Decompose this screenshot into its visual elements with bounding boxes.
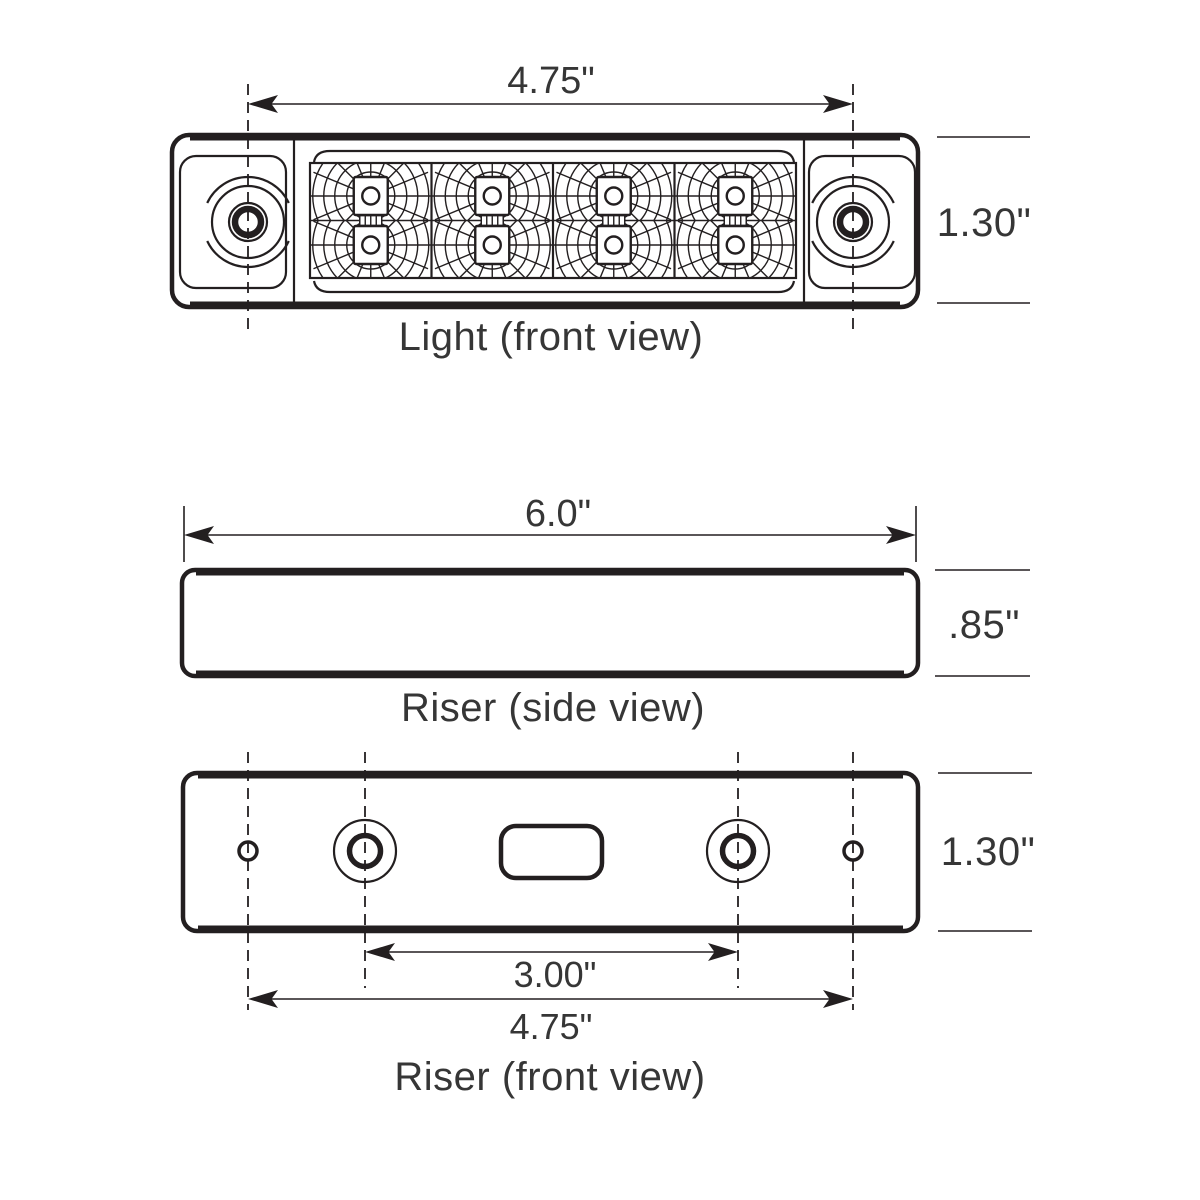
riser-front-body bbox=[180, 770, 921, 934]
led-connector bbox=[480, 214, 504, 227]
light-housing bbox=[169, 132, 921, 310]
endcap-inner-outline-left bbox=[178, 154, 288, 290]
riser-front-outline bbox=[180, 770, 921, 934]
riser-side-height-dimension-label: .85" bbox=[948, 603, 1020, 647]
led-connector bbox=[359, 214, 383, 227]
lens-top-ridge bbox=[312, 149, 796, 163]
riser-side-body bbox=[179, 567, 921, 679]
hole-spacing-dimension-label: 3.00" bbox=[514, 954, 597, 995]
endcap-inner-outline-right bbox=[807, 154, 917, 290]
led bbox=[717, 224, 754, 266]
riser-side-view-label: Riser (side view) bbox=[401, 686, 705, 730]
mount-span-dimension: 4.75" bbox=[248, 990, 853, 1047]
riser-side-view: 6.0" .85" Riser (side view) bbox=[179, 493, 1030, 730]
riser-side-width-dimension: 6.0" bbox=[183, 493, 917, 562]
light-front-view: 4.75" bbox=[169, 60, 1032, 359]
led bbox=[352, 224, 389, 266]
lens-bottom-ridge bbox=[312, 280, 796, 294]
led bbox=[595, 224, 632, 266]
led bbox=[474, 224, 511, 266]
riser-side-height-dimension: .85" bbox=[935, 569, 1030, 677]
light-height-dimension-label: 1.30" bbox=[937, 201, 1032, 245]
riser-side-width-dimension-label: 6.0" bbox=[525, 493, 591, 535]
led bbox=[474, 175, 511, 217]
wire-slot bbox=[498, 823, 605, 881]
riser-front-view-label: Riser (front view) bbox=[394, 1055, 705, 1099]
led bbox=[595, 175, 632, 217]
riser-front-height-dimension: 1.30" bbox=[938, 772, 1036, 932]
light-front-view-label: Light (front view) bbox=[399, 315, 704, 359]
light-height-dimension: 1.30" bbox=[937, 136, 1032, 304]
light-width-dimension-label: 4.75" bbox=[507, 60, 594, 102]
led bbox=[717, 175, 754, 217]
light-width-dimension: 4.75" bbox=[248, 60, 853, 113]
led-connector bbox=[723, 214, 747, 227]
riser-side-outline bbox=[179, 567, 921, 679]
hole-spacing-dimension: 3.00" bbox=[365, 943, 738, 995]
led-connector bbox=[602, 214, 626, 227]
mount-span-dimension-label: 4.75" bbox=[510, 1006, 593, 1047]
lens-optic-grid bbox=[308, 161, 798, 280]
led bbox=[352, 175, 389, 217]
riser-front-view: 1.30" 3.00" 4.75" Riser (front view) bbox=[180, 752, 1036, 1099]
riser-front-height-dimension-label: 1.30" bbox=[941, 830, 1036, 874]
